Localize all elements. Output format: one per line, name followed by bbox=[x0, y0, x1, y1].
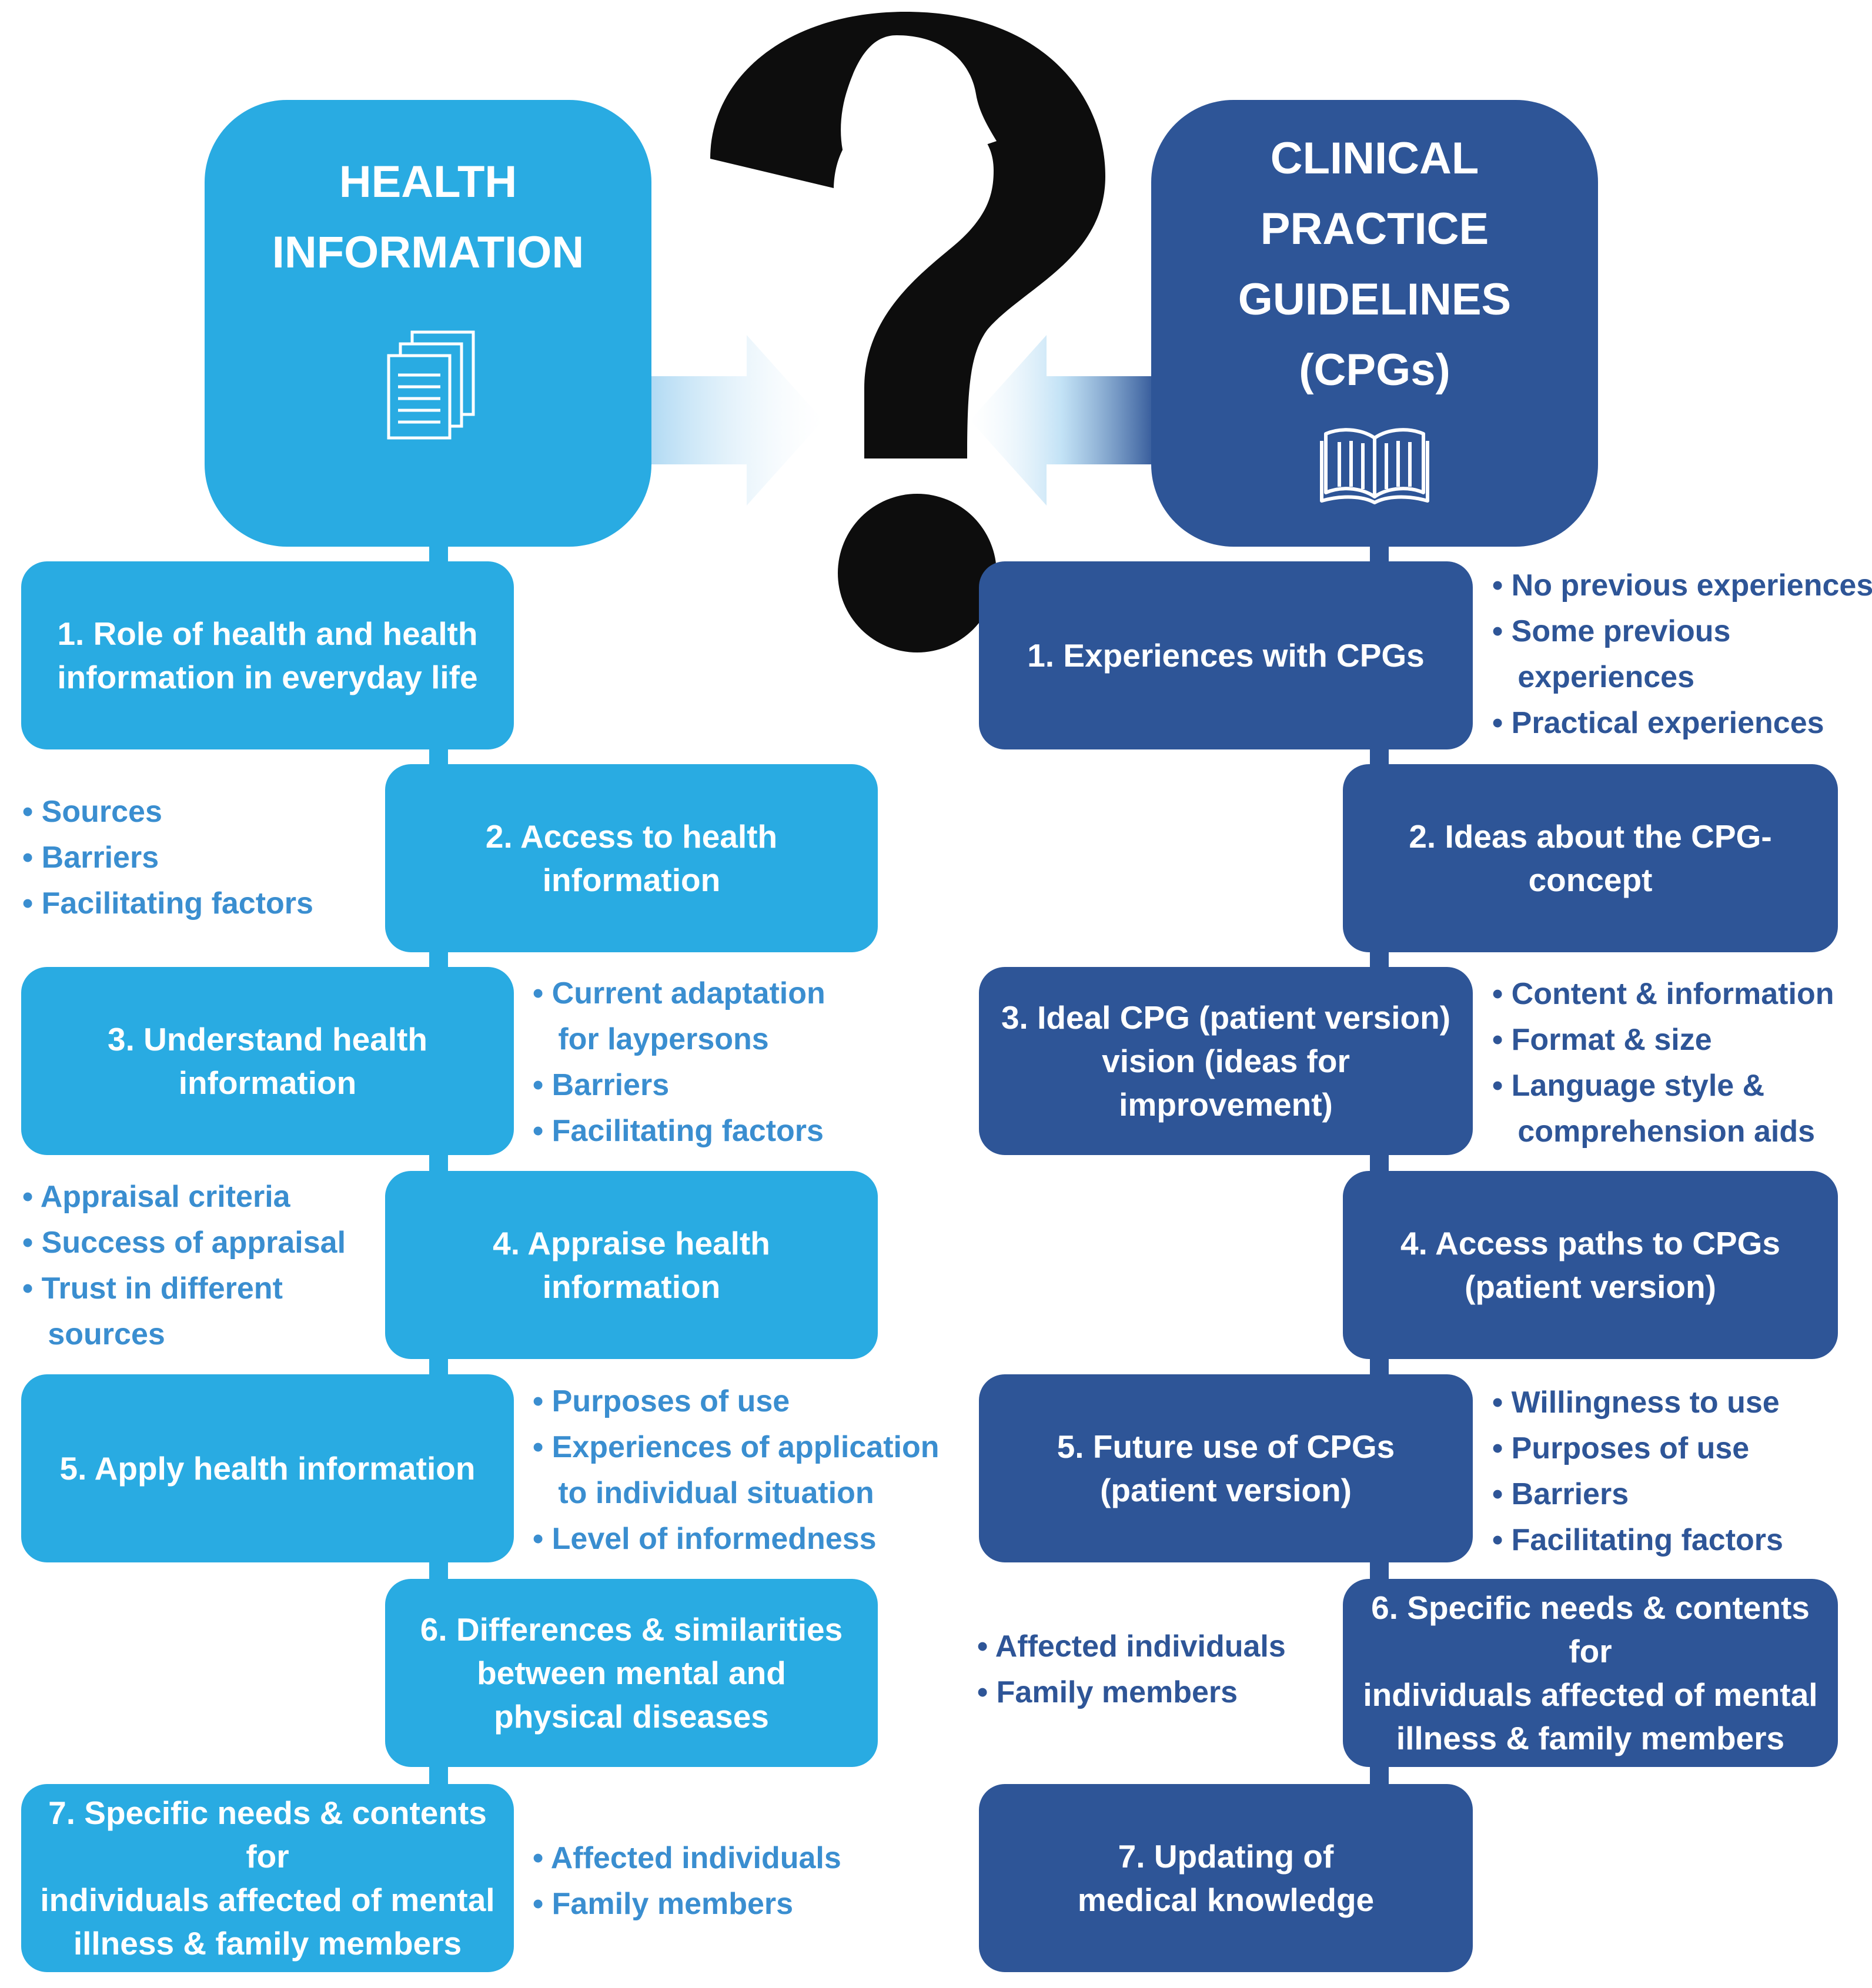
left-box-7: 7. Specific needs & contents for individ… bbox=[21, 1784, 514, 1972]
list-item: • Language style & bbox=[1492, 1069, 1765, 1103]
right-bullets-3: • Content & information • Format & size … bbox=[1492, 971, 1834, 1154]
list-item: • Purposes of use bbox=[533, 1384, 790, 1418]
left-box-5: 5. Apply health information bbox=[21, 1374, 514, 1562]
right-box-2: 2. Ideas about the CPG-concept bbox=[1343, 764, 1838, 952]
right-bullets-6: • Affected individuals • Family members bbox=[977, 1624, 1286, 1715]
list-item: • Sources bbox=[22, 795, 162, 829]
header-title: HEALTH INFORMATION bbox=[272, 157, 584, 277]
list-item: • Willingness to use bbox=[1492, 1385, 1780, 1420]
header-title: CLINICAL PRACTICE GUIDELINES (CPGs) bbox=[1238, 133, 1512, 395]
header-health-information: HEALTH INFORMATION bbox=[205, 100, 651, 547]
list-item: • Level of informedness bbox=[533, 1522, 877, 1556]
right-box-7: 7. Updating of medical knowledge bbox=[979, 1784, 1473, 1972]
list-item: • Barriers bbox=[533, 1068, 670, 1102]
left-box-4: 4. Appraise health information bbox=[385, 1171, 878, 1359]
list-item: • Facilitating factors bbox=[1492, 1523, 1783, 1557]
list-item: • Format & size bbox=[1492, 1023, 1712, 1057]
list-item: • Facilitating factors bbox=[533, 1114, 824, 1148]
list-item: comprehension aids bbox=[1492, 1115, 1816, 1149]
list-item: • Purposes of use bbox=[1492, 1431, 1750, 1465]
left-box-1: 1. Role of health and health information… bbox=[21, 561, 514, 749]
right-box-3: 3. Ideal CPG (patient version) vision (i… bbox=[979, 967, 1473, 1155]
arrow-right-icon bbox=[647, 335, 823, 506]
right-box-5: 5. Future use of CPGs (patient version) bbox=[979, 1374, 1473, 1562]
list-item: • Affected individuals bbox=[977, 1629, 1286, 1664]
left-box-3: 3. Understand health information bbox=[21, 967, 514, 1155]
list-item: • Family members bbox=[977, 1675, 1238, 1709]
list-item: • Family members bbox=[533, 1887, 794, 1921]
list-item: • Current adaptation bbox=[533, 976, 825, 1010]
header-clinical-practice-guidelines: CLINICAL PRACTICE GUIDELINES (CPGs) bbox=[1151, 100, 1598, 547]
list-item: • Some previous bbox=[1492, 614, 1731, 648]
left-bullets-3: • Current adaptation for laypersons • Ba… bbox=[533, 970, 825, 1154]
right-bullets-1: • No previous experiences • Some previou… bbox=[1492, 563, 1872, 746]
right-box-4: 4. Access paths to CPGs (patient version… bbox=[1343, 1171, 1838, 1359]
arrow-left-icon bbox=[970, 335, 1152, 506]
right-box-1: 1. Experiences with CPGs bbox=[979, 561, 1473, 749]
list-item: for laypersons bbox=[533, 1022, 769, 1056]
list-item: • No previous experiences bbox=[1492, 568, 1872, 603]
left-bullets-7: • Affected individuals • Family members bbox=[533, 1835, 841, 1927]
list-item: • Content & information bbox=[1492, 977, 1834, 1011]
left-bullets-5: • Purposes of use • Experiences of appli… bbox=[533, 1378, 940, 1562]
list-item: • Affected individuals bbox=[533, 1841, 841, 1875]
list-item: • Experiences of application bbox=[533, 1430, 940, 1464]
right-bullets-5: • Willingness to use • Purposes of use •… bbox=[1492, 1380, 1783, 1563]
list-item: to individual situation bbox=[533, 1476, 874, 1510]
open-book-icon bbox=[1320, 428, 1429, 504]
left-box-2: 2. Access to health information bbox=[385, 764, 878, 952]
list-item: experiences bbox=[1492, 660, 1694, 694]
list-item: • Success of appraisal bbox=[22, 1226, 346, 1260]
list-item: sources bbox=[22, 1317, 165, 1351]
right-box-6: 6. Specific needs & contents for individ… bbox=[1343, 1579, 1838, 1767]
list-item: • Appraisal criteria bbox=[22, 1180, 290, 1214]
list-item: • Practical experiences bbox=[1492, 706, 1824, 740]
documents-icon bbox=[387, 330, 475, 440]
left-bullets-2: • Sources • Barriers • Facilitating fact… bbox=[22, 789, 313, 926]
list-item: • Barriers bbox=[22, 841, 159, 875]
left-box-6: 6. Differences & similarities between me… bbox=[385, 1579, 878, 1767]
list-item: • Barriers bbox=[1492, 1477, 1629, 1511]
list-item: • Trust in different bbox=[22, 1271, 283, 1306]
left-bullets-4: • Appraisal criteria • Success of apprai… bbox=[22, 1174, 346, 1357]
list-item: • Facilitating factors bbox=[22, 886, 313, 921]
question-mark-head-icon bbox=[710, 12, 1105, 652]
